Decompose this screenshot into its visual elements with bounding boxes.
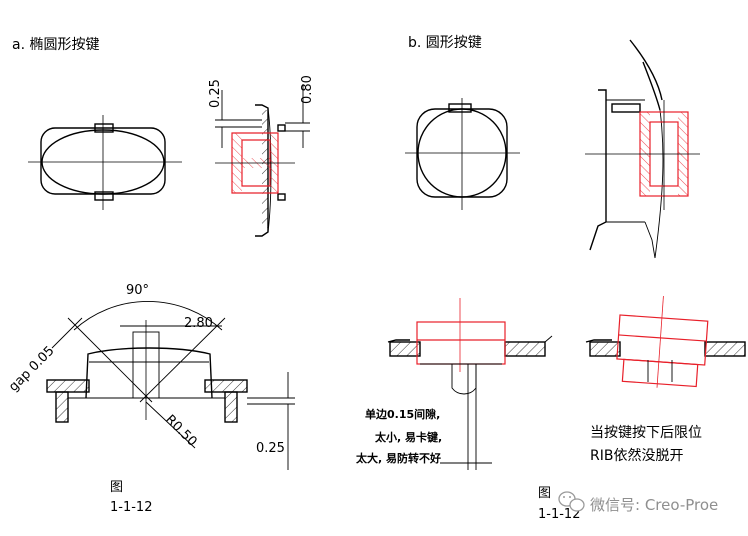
dim-2-80-label: 2.80 <box>184 316 213 331</box>
caption-b-figure-label: 图 <box>538 486 551 501</box>
gap-note-line3: 太大, 易防转不好 <box>355 451 441 465</box>
dim-0-25-bottom: 0.25 <box>256 441 285 456</box>
figure-b-heading: b. 圆形按键 <box>408 35 482 51</box>
watermark-text: 微信号: Creo-Proe <box>590 496 718 514</box>
radius-label: R0.50 <box>162 412 199 449</box>
dim-0-80-top: 0.80 <box>300 75 315 104</box>
caption-b-figure-number: 1-1-12 <box>538 507 580 522</box>
ellipse-key-top-view <box>28 115 182 210</box>
dim-0-25-top: 0.25 <box>208 79 223 108</box>
caption-figure-label: 图 <box>110 480 123 495</box>
ellipse-key-section <box>215 84 310 237</box>
caption-figure-number: 1-1-12 <box>110 500 152 515</box>
round-key-top-view <box>405 98 520 210</box>
ellipse-key-detail-section <box>46 301 295 470</box>
figure-a-heading: a. 椭圆形按键 <box>12 37 99 53</box>
gap-note-line1: 单边0.15间隙, <box>365 407 440 421</box>
rib-note-line1: 当按键按下后限位 <box>590 425 702 441</box>
gap-note-line2: 太小, 易卡键, <box>374 430 442 444</box>
round-key-side-section <box>585 39 700 259</box>
wechat-icon <box>558 491 585 512</box>
rib-note-line2: RIB依然没脱开 <box>590 447 683 464</box>
round-key-tilted-section <box>585 295 746 388</box>
angle-90-label: 90° <box>126 283 149 298</box>
round-key-pressed-section <box>387 298 553 470</box>
